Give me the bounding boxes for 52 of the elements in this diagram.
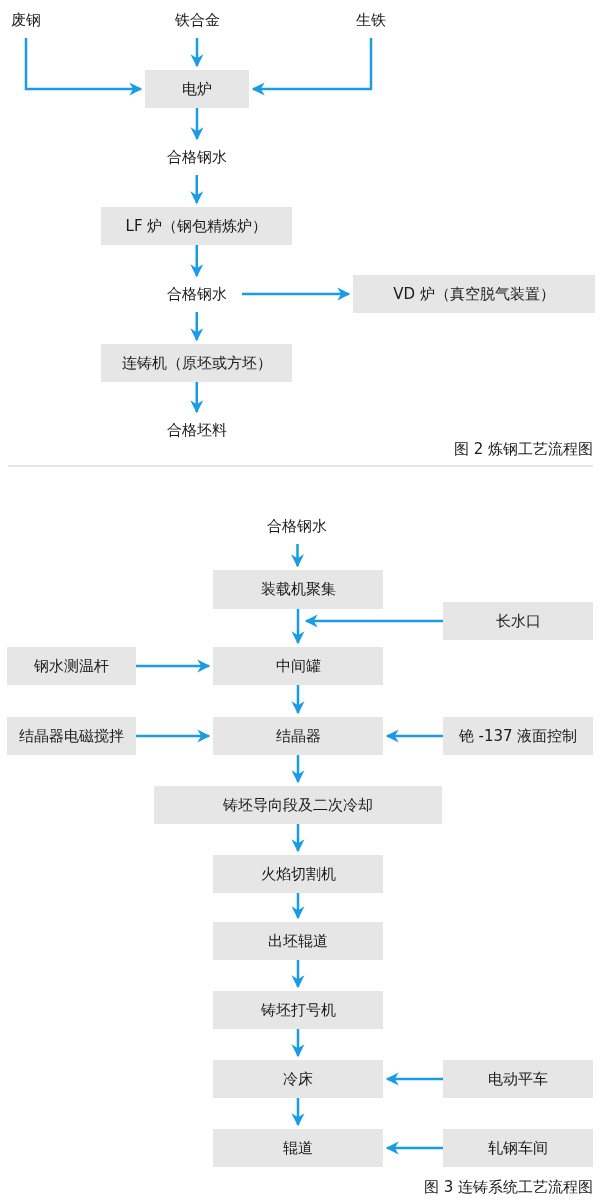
process-box: 结晶器 xyxy=(213,717,383,755)
flow-text: 合格钢水 xyxy=(264,516,330,536)
arrow xyxy=(190,245,204,278)
arrow xyxy=(291,960,305,989)
arrow xyxy=(385,729,443,743)
process-box: 辊道 xyxy=(213,1129,383,1167)
arrow xyxy=(291,1098,305,1127)
arrow xyxy=(136,659,211,673)
arrow xyxy=(291,544,304,568)
arrow xyxy=(291,1029,305,1058)
arrow xyxy=(190,312,204,342)
flow-text: 合格钢水 xyxy=(164,147,230,167)
flow-text: 铁合金 xyxy=(173,10,221,30)
process-box: 轧钢车间 xyxy=(443,1129,593,1167)
arrow xyxy=(291,685,305,715)
arrow xyxy=(24,38,143,96)
arrow xyxy=(190,108,204,141)
process-box: 长水口 xyxy=(443,602,593,640)
arrow xyxy=(190,175,204,205)
arrow xyxy=(291,893,305,920)
arrow xyxy=(304,614,443,628)
arrow xyxy=(385,1141,443,1155)
process-box: 装载机聚集 xyxy=(213,570,383,609)
arrow xyxy=(385,1072,443,1086)
process-box: VD 炉（真空脱气装置） xyxy=(353,275,595,313)
process-box: 铸坯导向段及二次冷却 xyxy=(154,786,442,824)
process-box: 结晶器电磁搅拌 xyxy=(7,717,136,755)
process-box: 铯 -137 液面控制 xyxy=(443,717,593,755)
process-box: LF 炉（钢包精炼炉） xyxy=(101,207,292,245)
process-box: 钢水测温杆 xyxy=(7,647,136,685)
process-box: 火焰切割机 xyxy=(213,855,383,893)
figure-caption: 图 3 连铸系统工艺流程图 xyxy=(423,1178,593,1197)
flow-text: 废钢 xyxy=(8,10,44,30)
arrow xyxy=(136,729,211,743)
process-box: 电动平车 xyxy=(443,1060,593,1098)
process-box: 电炉 xyxy=(145,70,249,108)
process-box: 冷床 xyxy=(213,1060,383,1098)
arrow xyxy=(291,824,305,853)
process-box: 中间罐 xyxy=(213,647,383,685)
arrow xyxy=(291,609,305,645)
process-box: 连铸机（原坯或方坯） xyxy=(101,344,292,382)
flow-text: 合格钢水 xyxy=(164,284,230,304)
arrow xyxy=(242,287,351,301)
arrow xyxy=(251,38,373,96)
arrow xyxy=(190,382,204,414)
process-box: 出坯辊道 xyxy=(213,922,383,960)
arrow xyxy=(190,38,204,68)
process-box: 铸坯打号机 xyxy=(213,991,383,1029)
flow-text: 合格坯料 xyxy=(164,420,230,440)
flow-text: 生铁 xyxy=(353,10,389,30)
arrow xyxy=(291,755,305,784)
figure-caption: 图 2 炼钢工艺流程图 xyxy=(453,440,593,459)
